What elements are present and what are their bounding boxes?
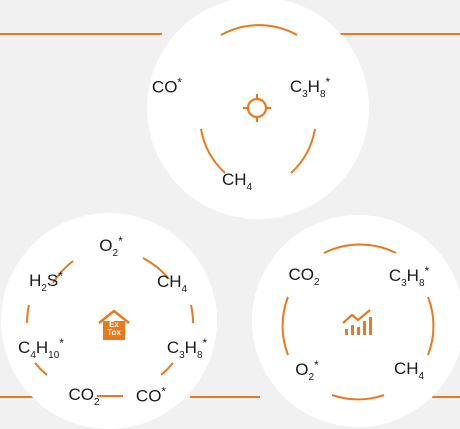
- gas-label-h2s: H2S*: [29, 269, 63, 294]
- gas-label-co2: CO2: [288, 265, 320, 288]
- top-gas-disc: CO* C3H8* CH4: [147, 0, 369, 219]
- top-disc-ring: [200, 24, 316, 174]
- tox-badge-text: Tox: [107, 328, 121, 337]
- gas-label-c3h8: C3H8*: [388, 264, 430, 289]
- gas-label-o2: O2*: [99, 234, 123, 259]
- gas-label-ch4: CH4: [393, 359, 425, 382]
- bar-trend-chart-icon: [342, 309, 372, 335]
- gas-label-ch4: CH4: [221, 170, 253, 193]
- gas-label-o2: O2*: [295, 358, 319, 383]
- gas-label-c4h10: C4H10*: [18, 336, 64, 361]
- gas-label-co: CO*: [135, 384, 167, 406]
- gas-label-c3h8: C3H8*: [166, 336, 208, 361]
- gas-label-co2: CO2: [68, 385, 100, 408]
- top-divider-line-left: [0, 33, 162, 35]
- right-gas-disc: CO2 C3H8* O2* CH4: [252, 215, 460, 427]
- gas-label-ch4: CH4: [156, 272, 188, 295]
- crosshair-target-icon: [243, 94, 271, 122]
- gas-label-c3h8: C3H8*: [289, 75, 331, 100]
- top-divider-line-right: [320, 33, 460, 35]
- ex-tox-house-icon: Ex Tox: [97, 308, 131, 342]
- left-gas-disc: Ex Tox O2* H2S* CH4 C4H10* C3H8* CO2 CO*: [1, 213, 217, 429]
- left-disc-ring: [26, 257, 194, 397]
- bottom-divider-line-right: [432, 396, 460, 398]
- bottom-divider-line-left: [0, 396, 42, 398]
- ex-badge-text: Ex: [109, 320, 119, 329]
- bottom-divider-line-center: [190, 396, 260, 398]
- gas-label-co: CO*: [151, 75, 183, 97]
- right-disc-ring: [281, 243, 435, 401]
